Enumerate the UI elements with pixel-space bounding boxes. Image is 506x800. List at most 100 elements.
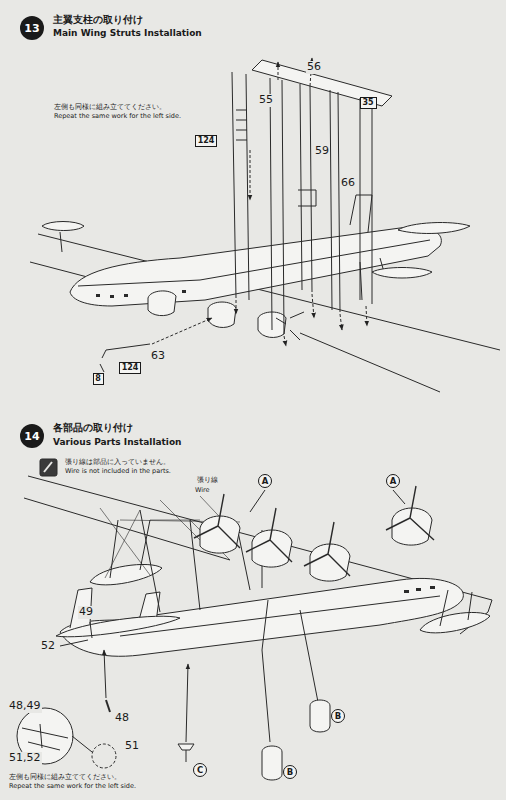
drawing-stroke <box>350 195 372 232</box>
drawing-stroke <box>104 650 106 698</box>
drawing-stroke <box>72 736 92 752</box>
part-number: 51,52 <box>8 752 42 765</box>
drawing-stroke <box>440 590 472 626</box>
drawing-stroke <box>42 222 84 231</box>
callout-letter: C <box>193 763 207 777</box>
node-text: 124 <box>198 137 215 145</box>
drawing-stroke <box>56 616 180 637</box>
drawing-stroke <box>284 336 286 346</box>
drawing-stroke <box>372 268 432 279</box>
step-number: 14 <box>20 424 44 448</box>
drawing-stroke <box>360 98 372 304</box>
drawing-stroke <box>92 744 116 768</box>
drawing-stroke <box>208 302 236 327</box>
drawing-stroke <box>276 312 304 340</box>
drawing-stroke <box>310 544 350 581</box>
drawing-stroke <box>44 462 52 472</box>
drawing-stroke <box>298 190 316 206</box>
drawing-stroke <box>252 60 392 106</box>
drawing-stroke <box>262 746 282 780</box>
part-number-box: 35 <box>360 97 377 109</box>
drawing-stroke <box>270 78 284 334</box>
drawing-stroke <box>278 62 279 80</box>
drawing-stroke <box>200 516 240 553</box>
drawing-stroke <box>430 586 435 589</box>
drawing-stroke <box>310 700 330 732</box>
part-number-box: 8 <box>93 373 104 385</box>
node-text: 124 <box>122 364 139 372</box>
drawing-stroke <box>236 300 237 314</box>
node-text: C <box>197 766 203 775</box>
node-text: 8 <box>95 375 101 383</box>
drawing-stroke <box>124 294 128 297</box>
node-text: 14 <box>24 431 39 442</box>
drawing-stroke <box>232 72 249 300</box>
drawing-stroke <box>140 510 262 612</box>
step-title: Various Parts Installation <box>52 437 183 447</box>
drawing-stroke <box>236 110 247 140</box>
drawing-stroke <box>152 58 367 346</box>
drawing-stroke <box>178 744 194 762</box>
drawing-stroke <box>330 90 340 312</box>
drawing-stroke <box>40 459 57 476</box>
note: Repeat the same work for the left side. <box>53 113 182 120</box>
drawing-stroke <box>60 578 463 656</box>
part-number: 55 <box>258 94 274 107</box>
drawing-stroke <box>392 508 432 545</box>
step-title: 主翼支柱の取り付け <box>52 14 144 26</box>
part-number: 51 <box>124 740 140 753</box>
node-text: B <box>335 712 341 721</box>
drawing-stroke <box>194 494 240 548</box>
drawing-stroke <box>182 290 186 293</box>
callout-letter: B <box>283 765 297 779</box>
node-text: A <box>262 477 269 486</box>
part-number-box: 124 <box>195 135 217 147</box>
wire-label: 張り線 <box>196 477 219 484</box>
drawing-stroke <box>30 58 500 392</box>
callout-letter: B <box>331 709 345 723</box>
drawing-stroke <box>300 610 318 702</box>
drawing-stroke <box>22 724 68 750</box>
part-number: 59 <box>314 145 330 158</box>
part-number-box: 124 <box>119 362 141 374</box>
node-text: 13 <box>24 23 39 34</box>
part-number: 48,49 <box>8 700 42 713</box>
drawing-stroke <box>106 700 110 712</box>
step-title: Main Wing Struts Installation <box>52 28 203 38</box>
drawing-stroke <box>17 459 492 780</box>
drawing-stroke <box>420 612 490 632</box>
drawing-stroke <box>262 600 270 742</box>
drawing-stroke <box>100 496 240 578</box>
callout-letter: A <box>386 474 400 488</box>
drawing-stroke <box>186 664 188 742</box>
part-number: 56 <box>306 61 322 74</box>
drawing-stroke <box>404 586 435 593</box>
drawing-stroke <box>100 364 104 372</box>
drawing-stroke <box>96 294 100 297</box>
part-number: 66 <box>340 177 356 190</box>
note: Repeat the same work for the left side. <box>8 783 137 790</box>
drawing-stroke <box>194 486 434 576</box>
step-title: 各部品の取り付け <box>52 422 134 434</box>
node-text: 35 <box>362 99 373 107</box>
drawing-stroke <box>148 291 176 316</box>
part-number: 49 <box>78 606 94 619</box>
drawing-stroke <box>60 232 62 252</box>
drawing-stroke <box>70 227 441 306</box>
note: 左側も同様に組み立ててください。 <box>53 104 167 111</box>
drawing-stroke <box>366 306 367 326</box>
drawing-stroke <box>398 223 470 234</box>
note: 左側も同様に組み立ててください。 <box>8 774 122 781</box>
wire-label: Wire <box>194 487 211 494</box>
part-number: 48 <box>114 712 130 725</box>
drawing-stroke <box>304 522 350 576</box>
drawing-stroke <box>250 150 251 200</box>
drawing-stroke <box>110 295 114 298</box>
drawing-stroke <box>246 508 292 562</box>
note: Wire is not included in the parts. <box>64 468 172 475</box>
drawing-stroke <box>152 318 212 344</box>
callout-letter: A <box>258 474 272 488</box>
drawing-stroke <box>102 344 150 358</box>
drawing-stroke <box>78 240 430 286</box>
step-number: 13 <box>20 16 44 40</box>
